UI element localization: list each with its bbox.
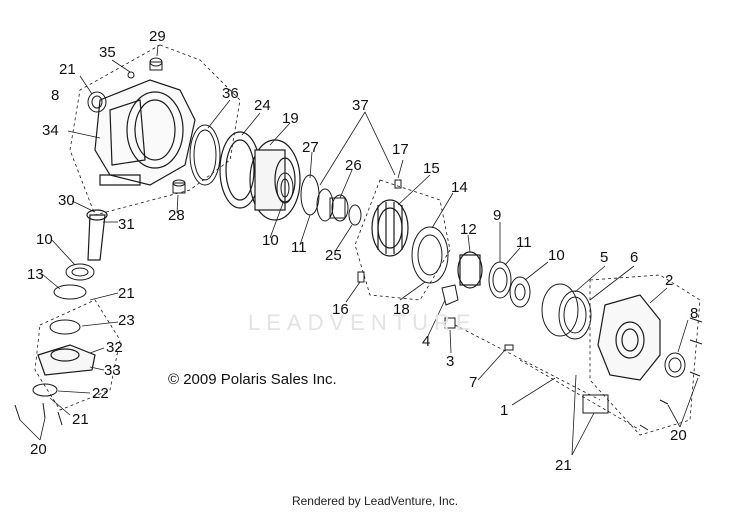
callout-13[interactable]: 13: [27, 266, 44, 283]
callout-24[interactable]: 24: [254, 97, 271, 114]
callout-9[interactable]: 9: [493, 207, 502, 224]
vent-screw-part: [127, 71, 135, 79]
differential-case-part: [249, 139, 301, 221]
plunger-part: [444, 317, 456, 329]
callout-19[interactable]: 19: [282, 110, 299, 127]
callout-21c[interactable]: 21: [72, 411, 89, 428]
callout-32[interactable]: 32: [106, 339, 123, 356]
callout-7[interactable]: 7: [469, 374, 478, 391]
callout-25[interactable]: 25: [325, 247, 342, 264]
callout-29[interactable]: 29: [149, 28, 166, 45]
callout-17[interactable]: 17: [392, 141, 409, 158]
callout-37[interactable]: 37: [352, 97, 369, 114]
callout-3[interactable]: 3: [446, 353, 455, 370]
lower-o-ring-part: [53, 284, 87, 300]
callout-30[interactable]: 30: [58, 192, 75, 209]
spacer-ring-part: [488, 261, 512, 299]
plug-part: [149, 57, 163, 71]
gasket-part: [558, 290, 592, 340]
bolt-parts: [639, 317, 703, 431]
leader-lines: [19, 44, 699, 456]
cover-part: [597, 294, 661, 381]
callout-10[interactable]: 10: [262, 232, 279, 249]
lower-ring-part: [32, 383, 58, 397]
callout-21d[interactable]: 21: [555, 457, 572, 474]
washer-part-2: [316, 188, 334, 222]
o-ring-part: [541, 283, 579, 337]
callout-6[interactable]: 6: [630, 249, 639, 266]
callout-27[interactable]: 27: [302, 139, 319, 156]
fitting-part: [172, 179, 186, 194]
connector-part: [582, 394, 609, 414]
callout-36[interactable]: 36: [222, 85, 239, 102]
washer-part: [300, 174, 320, 216]
upper-housing-part: [94, 79, 196, 186]
callout-1[interactable]: 1: [500, 402, 509, 419]
fork-part: [441, 284, 459, 306]
callout-10c[interactable]: 10: [36, 231, 53, 248]
right-seal-part: [664, 352, 686, 378]
callout-35[interactable]: 35: [99, 44, 116, 61]
upper-seal-part: [87, 91, 107, 113]
copyright-notice: © 2009 Polaris Sales Inc.: [168, 371, 337, 388]
lower-seal-part: [49, 319, 81, 335]
callout-11b[interactable]: 11: [516, 234, 532, 251]
lower-housing-part: [37, 344, 96, 376]
callout-20[interactable]: 20: [30, 441, 47, 458]
callout-23[interactable]: 23: [118, 312, 135, 329]
pinion-gear-part: [457, 251, 483, 289]
pinion-shaft-part: [86, 209, 108, 261]
callout-16[interactable]: 16: [332, 301, 349, 318]
watermark: LEADVENTURE: [248, 310, 477, 335]
callout-21[interactable]: 21: [59, 61, 76, 78]
callout-20b[interactable]: 20: [670, 427, 687, 444]
lower-bearing-part: [65, 263, 95, 281]
callout-12[interactable]: 12: [460, 221, 477, 238]
callout-21b[interactable]: 21: [118, 285, 135, 302]
callout-8b[interactable]: 8: [690, 305, 699, 322]
rendered-by-footer[interactable]: Rendered by LeadVenture, Inc.: [291, 494, 459, 508]
callout-2[interactable]: 2: [665, 272, 674, 289]
callout-5[interactable]: 5: [600, 249, 609, 266]
callout-15[interactable]: 15: [423, 160, 440, 177]
callout-33[interactable]: 33: [104, 362, 121, 379]
callout-14[interactable]: 14: [451, 179, 468, 196]
callout-18[interactable]: 18: [393, 301, 410, 318]
side-gear-part-2: [348, 204, 362, 226]
callout-22[interactable]: 22: [92, 385, 109, 402]
spring-pin-part: [504, 344, 514, 351]
callout-31[interactable]: 31: [118, 216, 135, 233]
bearing-part: [276, 172, 294, 204]
callout-8[interactable]: 8: [51, 87, 60, 104]
callout-34[interactable]: 34: [42, 122, 59, 139]
ring-gear-part: [219, 131, 261, 209]
pin-part: [394, 179, 402, 189]
callout-26[interactable]: 26: [345, 157, 362, 174]
shim-ring-part: [189, 124, 221, 186]
callout-28[interactable]: 28: [168, 207, 185, 224]
callout-10b[interactable]: 10: [548, 247, 565, 264]
roller-cage-part: [371, 199, 409, 257]
callout-4[interactable]: 4: [422, 333, 431, 350]
pin-part-2: [357, 271, 365, 283]
bearing-part-2: [509, 276, 531, 308]
assembly-outline-lines: [34, 44, 701, 436]
lower-bolt-parts: [14, 402, 63, 426]
armature-plate-part: [411, 226, 449, 284]
side-gear-part: [329, 194, 349, 222]
callout-11[interactable]: 11: [291, 239, 307, 256]
